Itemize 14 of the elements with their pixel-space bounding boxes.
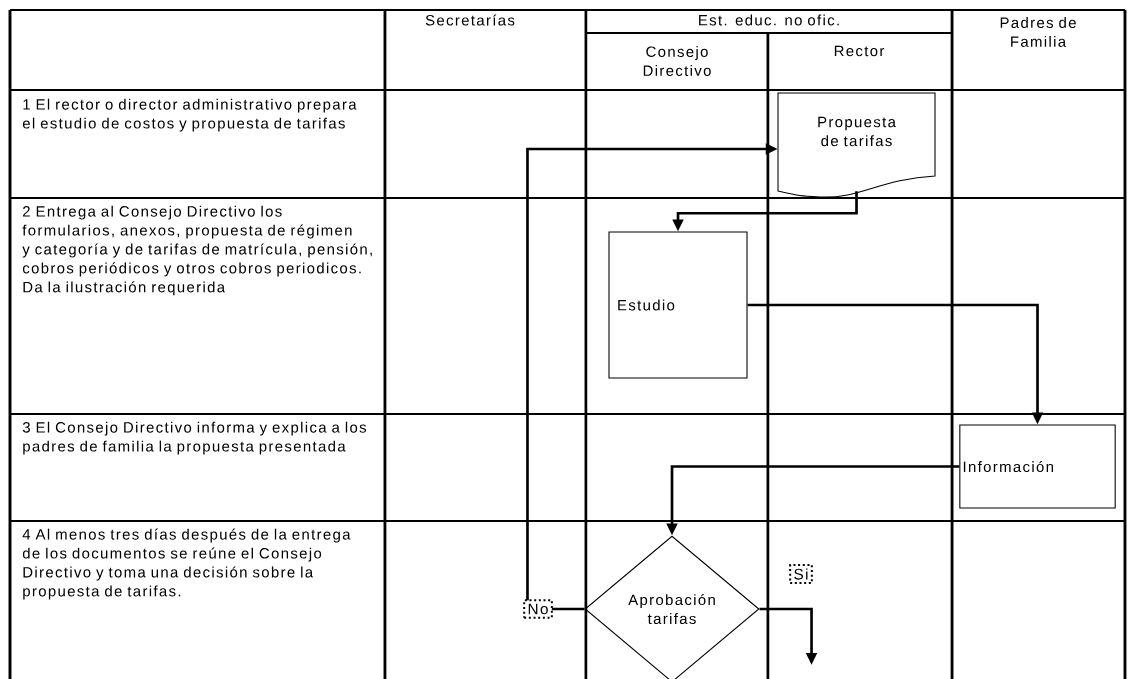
column-header: Consejo Directivo	[643, 46, 711, 76]
step-description: 3 El Consejo Directivo informa y explica a los padres de familia la propuesta presentada	[22, 421, 367, 455]
process-box: Estudio	[608, 231, 748, 379]
edge-label: Si	[789, 564, 813, 584]
column-header: Padres de Familia	[1000, 17, 1076, 47]
edge-label: No	[523, 599, 553, 619]
column-header: Est. educ. no ofic.	[699, 14, 839, 26]
step-description: 4 Al menos tres días después de la entrega de los documentos se reúne el Consejo Directivo y toma una decisión sobre la propuesta de tarifas.	[22, 528, 351, 600]
step-description: 1 El rector o director administrativo prepara el estudio de costos y propuesta de tarifas	[22, 98, 357, 132]
column-header: Secretarías	[425, 14, 515, 26]
document: Propuesta de tarifas	[777, 92, 936, 198]
step-description: 2 Entrega al Consejo Directivo los formularios, anexos, propuesta de régimen y categoría y de tarifas de matrícula, pensión, cobros periódicos y otros cobros periodicos. Da la ilustración requerida	[22, 205, 372, 296]
process-box: Información	[959, 424, 1116, 509]
column-header: Rector	[834, 45, 885, 57]
